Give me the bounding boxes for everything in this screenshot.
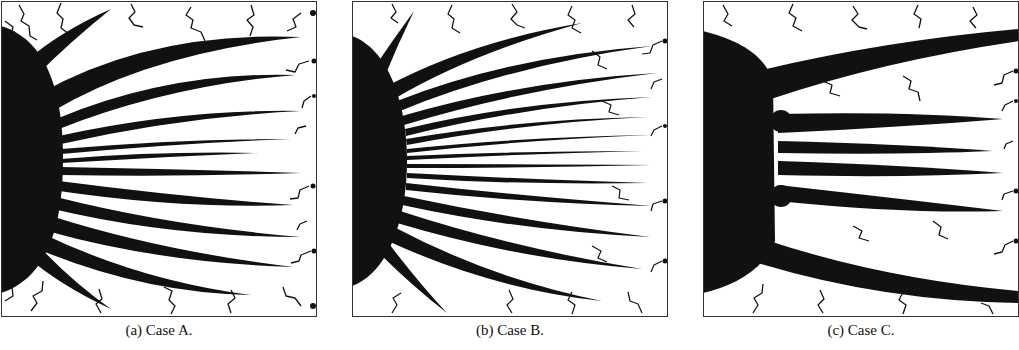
case-b-pattern	[352, 2, 668, 317]
case-a-pattern	[1, 2, 317, 317]
panel-caption: (b) Case B.	[360, 322, 660, 339]
panel-caption: (c) Case C.	[711, 322, 1011, 339]
panel-caption: (a) Case A.	[9, 322, 309, 339]
case-c-pattern	[703, 2, 1019, 317]
